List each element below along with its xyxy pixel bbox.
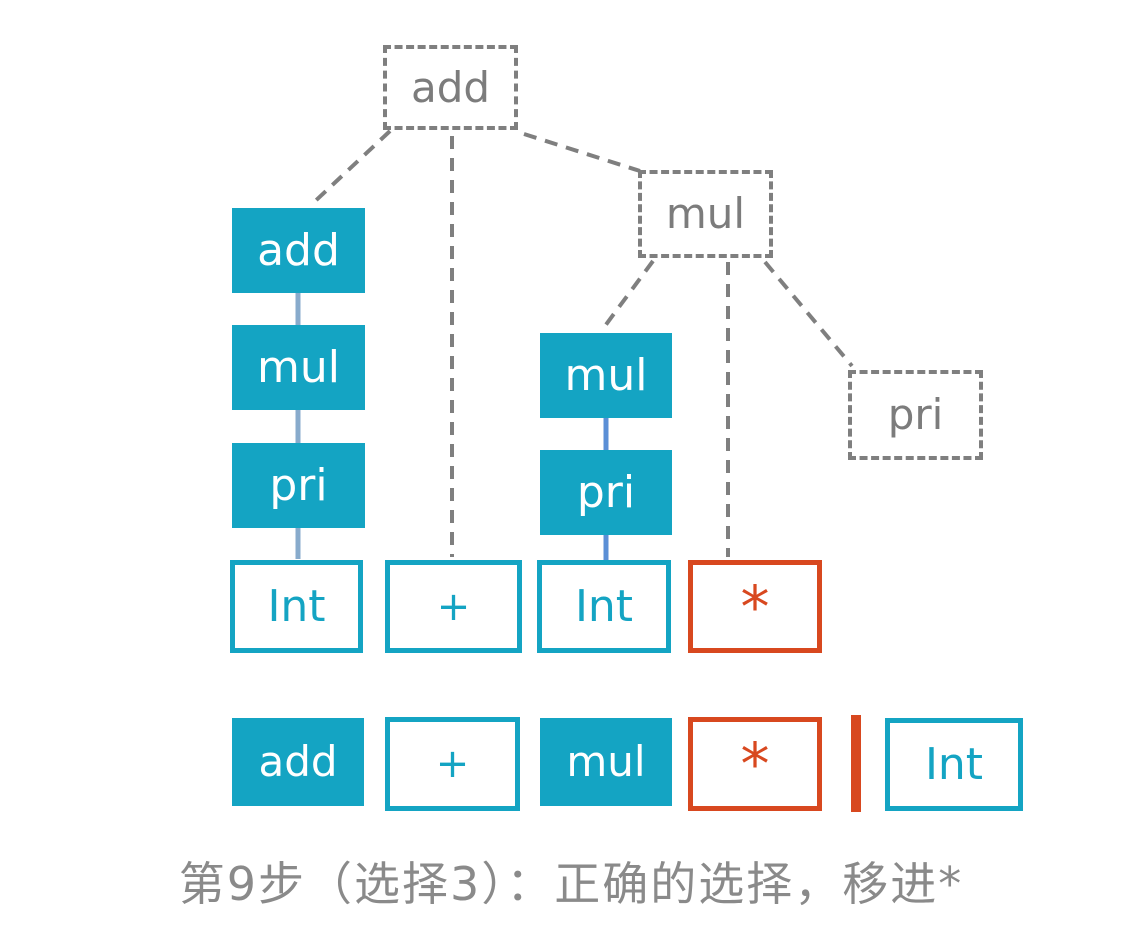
tree-node-left-add: add bbox=[232, 208, 365, 293]
token-add: add bbox=[232, 718, 364, 806]
tree-node-mid-pri: pri bbox=[540, 450, 672, 535]
edge-mul-to-mid-mul bbox=[600, 259, 655, 332]
token-star: * bbox=[688, 717, 822, 811]
tree-leaf-int-1: Int bbox=[230, 560, 363, 653]
token-plus: + bbox=[385, 717, 520, 811]
tree-leaf-star: * bbox=[688, 560, 822, 653]
tree-node-dashed-pri: pri bbox=[848, 370, 983, 460]
token-mul: mul bbox=[540, 718, 672, 806]
edge-mul-to-pri bbox=[763, 260, 854, 368]
tree-node-root-add: add bbox=[383, 45, 518, 130]
edge-root-to-left-add bbox=[309, 129, 392, 207]
edge-root-to-mul bbox=[523, 132, 641, 173]
tree-node-left-mul: mul bbox=[232, 325, 365, 410]
tree-node-mid-mul: mul bbox=[540, 333, 672, 418]
tree-node-left-pri: pri bbox=[232, 443, 365, 528]
tree-leaf-plus: + bbox=[385, 560, 522, 653]
parse-position-bar bbox=[851, 715, 861, 812]
token-int: Int bbox=[885, 718, 1023, 811]
step-caption: 第9步（选择3）：正确的选择，移进* bbox=[178, 857, 964, 911]
tree-node-dashed-mul: mul bbox=[638, 170, 773, 258]
tree-leaf-int-2: Int bbox=[537, 560, 671, 653]
